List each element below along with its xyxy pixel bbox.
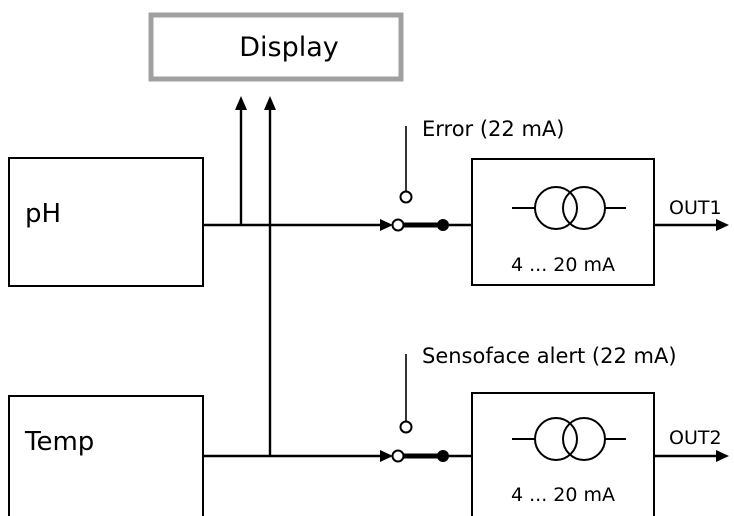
switch-1-label: Error (22 mA)	[422, 117, 564, 141]
switch-contact-icon	[399, 190, 413, 204]
arrow-up-icon	[264, 96, 276, 110]
display-label: Display	[239, 32, 339, 63]
current-transformer-icon	[512, 186, 626, 230]
temp-label: Temp	[24, 427, 94, 457]
arrow-right-icon	[380, 450, 393, 462]
output-1-range: 4 ... 20 mA	[511, 254, 615, 276]
current-transformer-icon	[512, 417, 626, 461]
switch-contact-icon	[437, 219, 449, 231]
display-box	[148, 12, 404, 82]
channel-2: Sensoface alert (22 mA) 4 ... 20 mA OUT2	[391, 344, 729, 516]
output-2-box	[471, 392, 655, 516]
ph-label: pH	[25, 199, 61, 229]
temp-box	[8, 395, 204, 516]
display-block: Display	[148, 12, 404, 82]
arrow-up-icon	[235, 96, 247, 110]
switch-2-label: Sensoface alert (22 mA)	[422, 344, 677, 368]
output-2-range: 4 ... 20 mA	[511, 484, 615, 506]
output-1-label: OUT1	[669, 197, 722, 219]
switch-contact-icon	[437, 450, 449, 462]
output-1-box	[471, 158, 655, 286]
channel-1: Error (22 mA) 4 ... 20 mA OUT1	[391, 117, 729, 286]
arrow-right-icon	[716, 450, 729, 462]
ph-box	[8, 157, 204, 287]
switch-contact-icon	[399, 420, 413, 434]
temp-block: Temp	[8, 395, 204, 516]
ph-block: pH	[8, 157, 204, 287]
arrow-right-icon	[380, 219, 393, 231]
signal-wires	[203, 96, 393, 462]
arrow-right-icon	[716, 219, 729, 231]
output-2-label: OUT2	[669, 427, 722, 449]
switch-contact-icon	[391, 218, 405, 232]
switch-contact-icon	[391, 449, 405, 463]
